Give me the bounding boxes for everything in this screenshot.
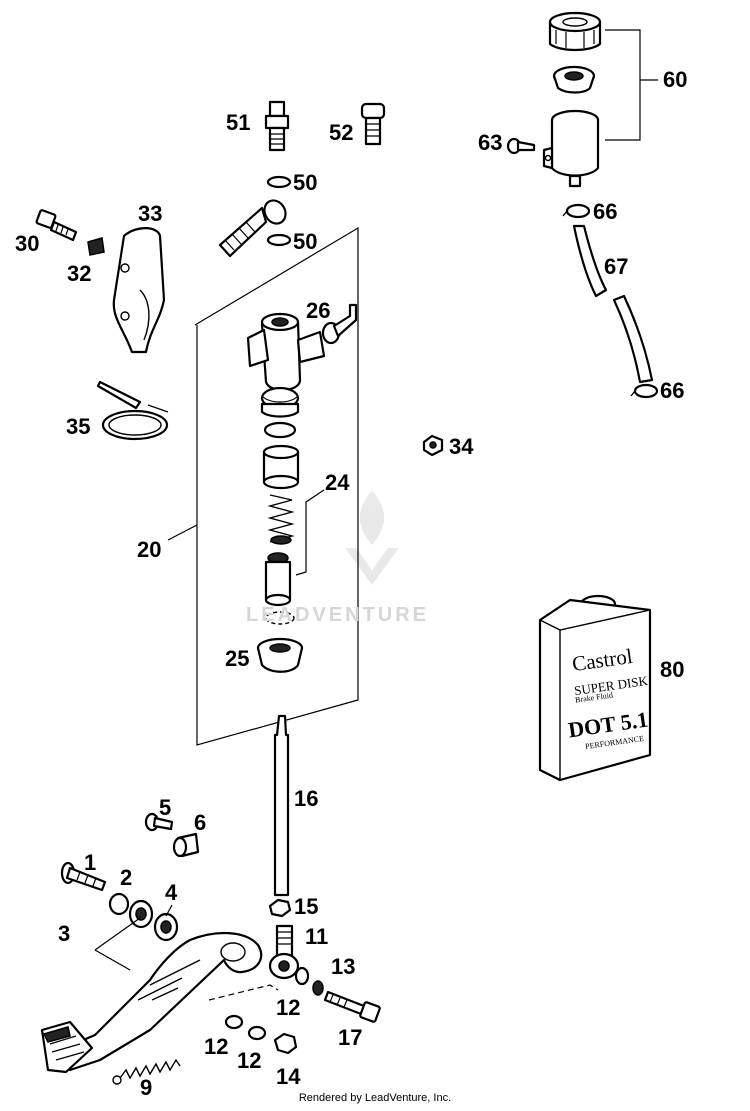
callout-20: 20 [137,537,162,562]
callout-12-left: 12 [204,1034,229,1059]
piston [264,552,292,607]
push-rod-16 [273,714,290,897]
leader-lines [94,904,173,971]
bolt-17 [323,990,381,1023]
callout-67: 67 [604,254,629,279]
elbow-fitting-26 [321,303,358,345]
callout-17: 17 [338,1025,363,1050]
pressure-switch-51 [264,100,290,152]
reservoir-membrane [552,65,596,94]
callout-25: 25 [225,646,250,671]
callout-33: 33 [138,201,163,226]
brake-fluid-can-80 [538,594,652,782]
bolt-30 [35,209,78,242]
callout-15: 15 [294,894,319,919]
callout-63: 63 [478,130,503,155]
washer-12-bottom [247,1025,267,1041]
cable-tie-35 [96,380,169,441]
callout-50-upper: 50 [293,170,318,195]
callout-34: 34 [449,434,474,459]
spring-washer-13 [312,980,324,996]
brake-pedal-3 [40,931,263,1074]
banjo-bolt-52 [360,102,386,146]
watermark-text: LEADVENTURE [246,604,430,626]
callout-2: 2 [120,865,133,890]
screw-63 [506,137,536,155]
sleeve [262,444,300,490]
callout-24: 24 [325,470,350,495]
assembly-bracket-20 [194,226,359,746]
callout-1: 1 [84,850,97,875]
hose-clamp-66-lower [630,383,659,399]
spring-24 [267,494,295,545]
callout-66-lower: 66 [660,378,685,403]
callout-26: 26 [306,298,331,323]
footer-credit: Rendered by LeadVenture, Inc. [298,1092,452,1104]
boot-25 [256,637,304,673]
washer-50-lower [266,233,292,247]
callout-5: 5 [159,795,172,820]
nut-15 [268,898,292,918]
washer-50-upper [266,175,292,189]
reservoir-cap-60 [548,11,602,52]
screw-5 [144,812,174,832]
nut-14 [273,1032,298,1055]
callout-9: 9 [140,1075,153,1100]
callout-30: 30 [15,231,40,256]
callout-66-upper: 66 [593,199,618,224]
callout-50-lower: 50 [293,229,318,254]
callout-52: 52 [329,120,354,145]
nut-32 [87,237,105,256]
callout-13: 13 [331,954,356,979]
washer-12-right [294,966,310,986]
callout-14: 14 [276,1064,301,1089]
o-ring [263,421,297,439]
clevis-11 [268,924,300,980]
hose-clamp-66-upper [562,203,591,219]
callout-35: 35 [66,414,91,439]
bushing-6 [172,832,200,858]
return-spring-9 [112,1058,181,1085]
guard-cover-33 [112,227,166,354]
hose-fitting [218,199,287,258]
callout-6: 6 [194,810,207,835]
callout-11: 11 [305,924,329,949]
callout-12-right: 12 [276,995,301,1020]
callout-60: 60 [663,67,688,92]
bracket-60 [605,29,641,141]
circlip [265,611,295,625]
reservoir-body [542,109,600,188]
callout-51: 51 [226,110,251,135]
washer-2 [108,892,130,916]
callout-4: 4 [165,880,178,905]
washer-12-lower [224,1014,244,1030]
callout-3: 3 [58,921,71,946]
master-cylinder-body [246,312,326,418]
callout-32: 32 [67,261,92,286]
bolt-1 [60,861,107,892]
leadventure-watermark-logo [345,490,399,585]
callout-16: 16 [294,786,319,811]
hose-67 [572,224,654,384]
callout-12-bottom: 12 [237,1048,262,1073]
callout-80: 80 [660,657,685,682]
